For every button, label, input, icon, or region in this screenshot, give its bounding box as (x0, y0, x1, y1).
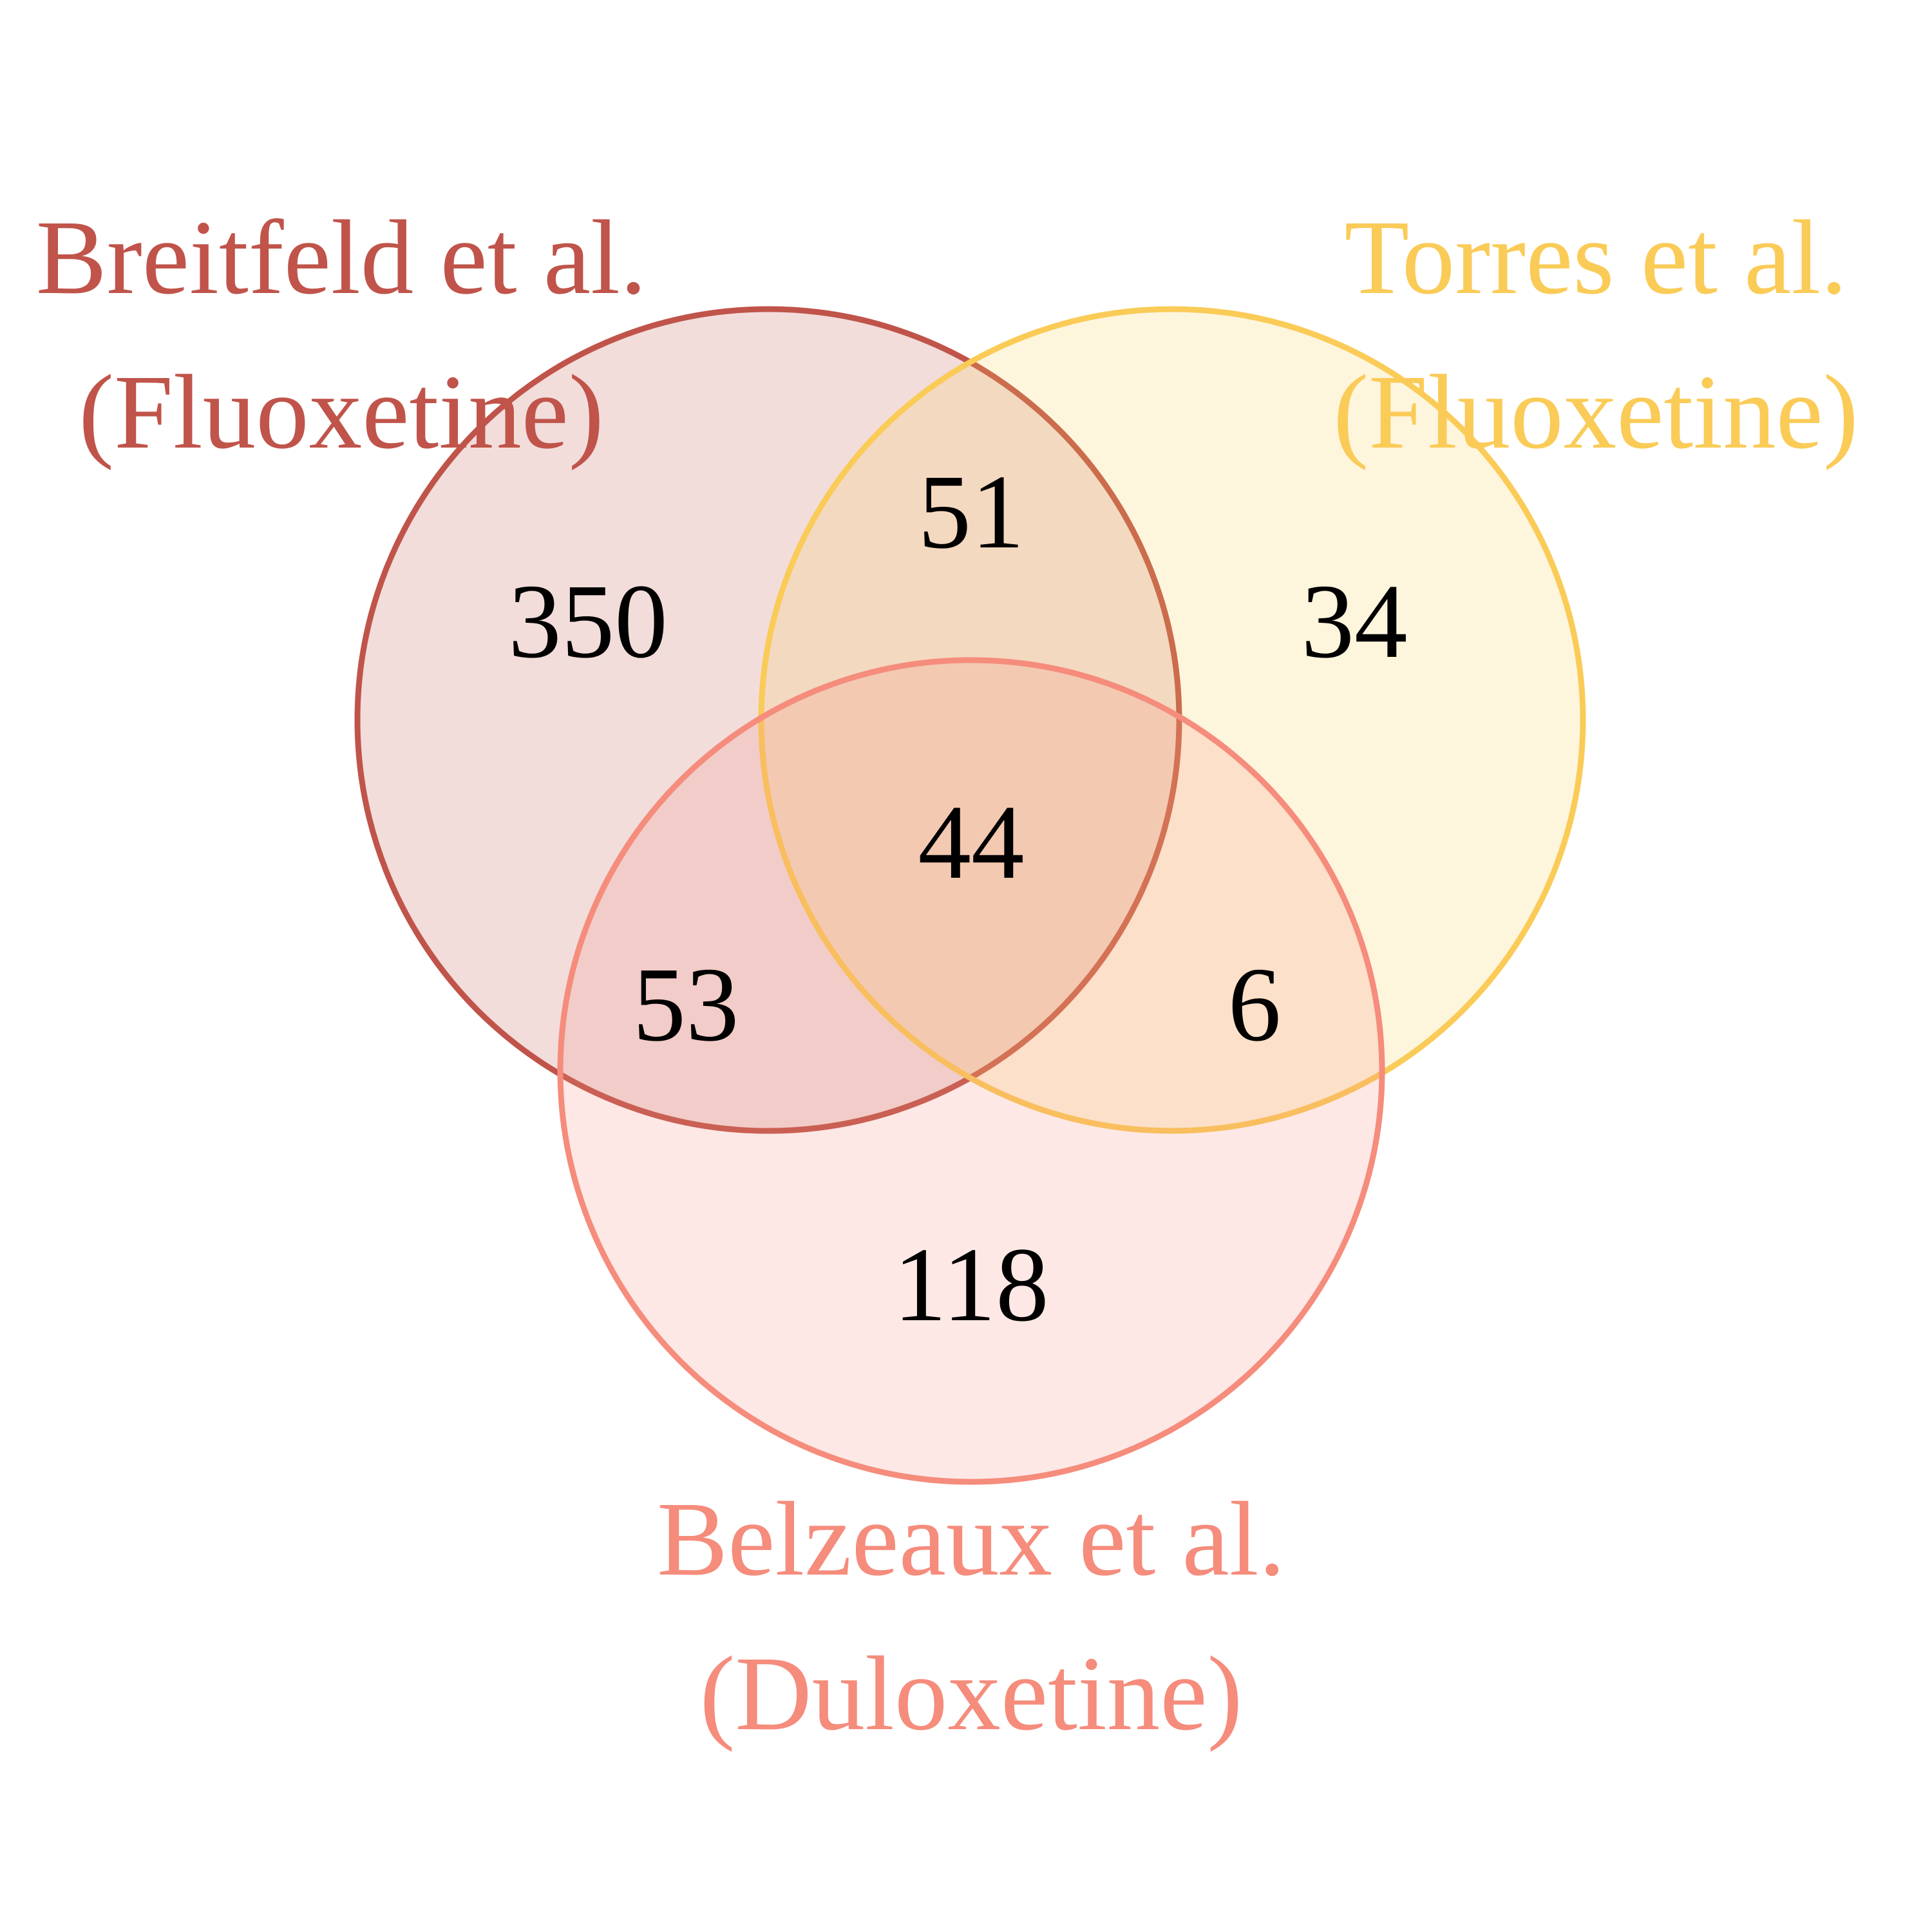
set-circle-breitfeld (354, 306, 1182, 1134)
count-torres-only: 34 (1302, 562, 1408, 680)
count-belzeaux-only: 118 (893, 1226, 1048, 1343)
set-label-breitfeld-line1: Breitfeld et al. (36, 198, 647, 316)
count-breitfeld-torres: 51 (918, 453, 1025, 571)
count-breitfeld-only: 350 (508, 562, 668, 680)
count-breitfeld-belzeaux: 53 (633, 945, 739, 1063)
set-label-torres-line1: Torres et al. (1344, 198, 1847, 316)
set-label-breitfeld-line2: (Fluoxetine) (79, 353, 604, 471)
set-label-belzeaux-line1: Belzeaux et al. (657, 1480, 1285, 1598)
set-label-torres-line2: (Fluoxetine) (1333, 353, 1859, 471)
count-torres-belzeaux: 6 (1228, 945, 1282, 1063)
count-all-three: 44 (918, 783, 1025, 901)
set-circle-belzeaux (557, 657, 1385, 1485)
set-label-belzeaux-line2: (Duloxetine) (699, 1634, 1242, 1752)
